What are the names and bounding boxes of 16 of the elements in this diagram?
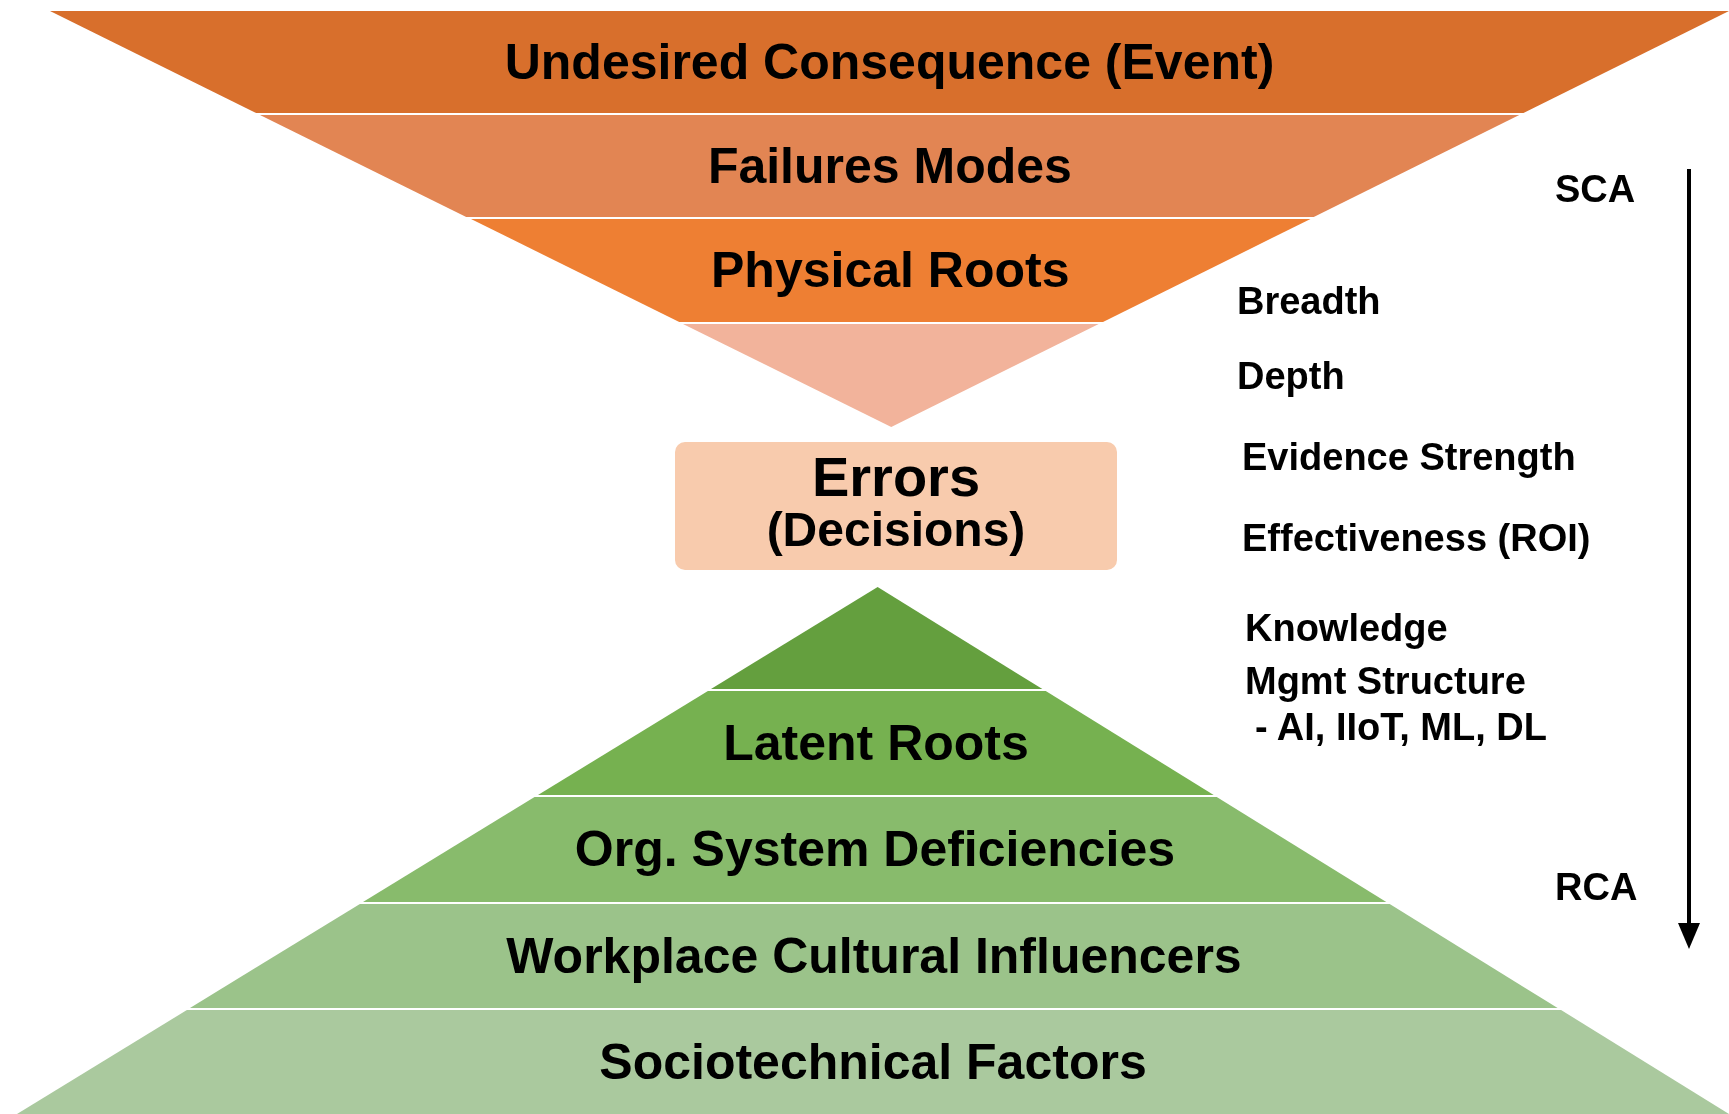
side-label: Depth (1237, 355, 1345, 398)
band-label: Sociotechnical Factors (599, 1034, 1147, 1090)
band-label: Failures Modes (707, 138, 1072, 194)
side-label: Effectiveness (ROI) (1242, 517, 1591, 560)
side-label: - AI, IIoT, ML, DL (1255, 706, 1547, 749)
band-label: Org. System Deficiencies (574, 821, 1176, 877)
side-label: Knowledge Mgmt Structure (1245, 606, 1527, 705)
band-label: Undesired Consequence (Event) (504, 34, 1275, 90)
side-label: SCA (1555, 168, 1636, 211)
side-label: Evidence Strength (1242, 436, 1576, 479)
band-label: Physical Roots (711, 242, 1070, 298)
side-label: RCA (1555, 866, 1638, 909)
errors-box (675, 442, 1117, 570)
side-label: Breadth (1237, 280, 1381, 323)
band-label: Workplace Cultural Influencers (506, 928, 1242, 984)
band-label: Latent Roots (723, 715, 1029, 771)
